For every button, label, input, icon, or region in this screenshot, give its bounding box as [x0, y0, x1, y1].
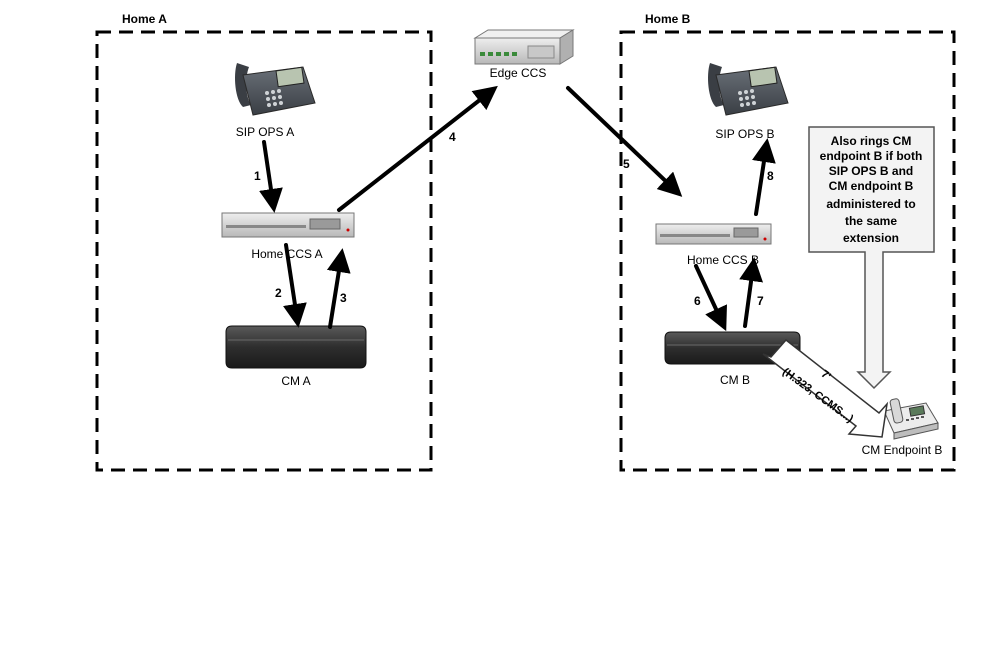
- step-7-label: 7: [757, 294, 764, 308]
- home-ccs-b-server-icon: [655, 223, 772, 245]
- callout-line-3: SIP OPS B and: [829, 164, 913, 178]
- callout-line-7: extension: [843, 231, 899, 245]
- home-ccs-b-label: Home CCS B: [687, 253, 759, 267]
- cm-b-label: CM B: [720, 373, 750, 387]
- arrow-step-4: [337, 85, 498, 212]
- arrow-step-8: [752, 138, 776, 216]
- home-b-label: Home B: [645, 12, 691, 26]
- arrow-step-3: [326, 248, 351, 329]
- cm-endpoint-b-phone-icon: [883, 398, 939, 440]
- sip-phone-b-icon: [708, 63, 789, 116]
- step-8-label: 8: [767, 169, 774, 183]
- cm-a-media-server-icon: [225, 325, 367, 369]
- arrow-step-5: [566, 86, 683, 197]
- step-5-label: 5: [623, 157, 630, 171]
- edge-ccs-label: Edge CCS: [490, 66, 547, 80]
- callout-line-2: endpoint B if both: [820, 149, 923, 163]
- home-a-zone: [95, 30, 433, 472]
- sip-ops-a-label: SIP OPS A: [236, 125, 294, 139]
- cm-endpoint-b-label: CM Endpoint B: [862, 443, 943, 457]
- edge-ccs-switch-icon: [473, 29, 575, 65]
- callout-line-5: administered to: [826, 197, 915, 211]
- arrow-step-2: [283, 243, 307, 328]
- step-6-label: 6: [694, 294, 701, 308]
- rings-endpoint-callout: Also rings CM endpoint B if both SIP OPS…: [808, 126, 935, 390]
- callout-line-4: CM endpoint B: [829, 179, 914, 193]
- step-2-label: 2: [275, 286, 282, 300]
- step-1-label: 1: [254, 169, 261, 183]
- arrow-step-7: [739, 257, 764, 328]
- step-3-label: 3: [340, 291, 347, 305]
- home-b-zone: [619, 30, 956, 472]
- home-ccs-a-server-icon: [221, 212, 355, 238]
- arrow-step-1: [259, 140, 283, 213]
- callout-line-6: the same: [845, 214, 897, 228]
- sip-ops-b-label: SIP OPS B: [715, 127, 774, 141]
- cm-a-label: CM A: [281, 374, 310, 388]
- sip-phone-a-icon: [235, 63, 316, 116]
- home-a-label: Home A: [122, 12, 167, 26]
- step-4-label: 4: [449, 130, 456, 144]
- callout-line-1: Also rings CM: [831, 134, 912, 148]
- arrow-step-6: [694, 264, 727, 332]
